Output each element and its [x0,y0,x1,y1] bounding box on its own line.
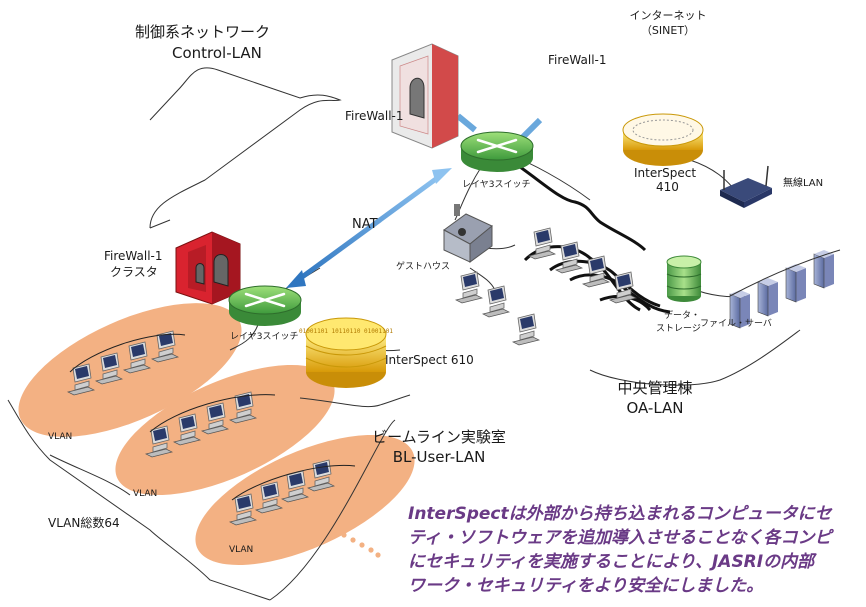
vlan-label-2: VLAN [133,489,157,499]
interspect-chip-text: 01001101 10110110 01001101 [299,328,393,335]
caption-line-3: にセキュリティを実施することにより、JASRIの内部 [408,552,815,572]
black-cables [509,158,671,314]
interspect-610-label: InterSpect 610 [385,353,474,367]
central-building-title-jp: 中央管理棟 [617,379,692,397]
firewall-top-label: FireWall-1 [548,53,607,67]
data-storage-label-1: データ・ [664,309,700,321]
nat-arrow [286,168,452,288]
nat-label: NAT [352,217,378,232]
firewall-cluster-label-1: FireWall-1 [104,249,163,263]
vlan-group-1 [18,303,242,437]
firewall-top [391,43,459,149]
brace-lines [7,67,801,601]
caption-line-1: InterSpectは外部から持ち込まれるコンピュータにセ [408,504,832,524]
interspect-410-label-2: 410 [656,180,679,194]
guesthouse-label: ゲストハウス [396,260,450,272]
interspect-610-icon: 01001101 10110110 01001101 [299,317,393,388]
guesthouse-icon [443,204,493,263]
vlan-total-label: VLAN総数64 [48,515,120,530]
central-building-title-en: OA-LAN [626,399,683,417]
data-storage-icon [666,255,702,302]
vlan-ellipse [195,434,415,566]
continuation-dots [332,527,381,558]
beamline-title-jp: ビームライン実験室 [372,428,506,446]
beamline-title-en: BL-User-LAN [393,448,486,466]
interspect-410-label-1: InterSpect [634,166,696,180]
internet-title-en: （SINET） [641,24,695,37]
vlan-group-2 [115,364,335,496]
vlan-label-3: VLAN [229,545,253,555]
firewall-cluster-label-2: クラスタ [110,265,158,279]
control-lan-title-jp: 制御系ネットワーク [135,23,270,41]
vlan-label-1: VLAN [48,432,72,442]
layer3-switch-top-label: レイヤ3スイッチ [462,179,530,190]
vlan-group-3 [195,434,415,566]
wireless-lan-label: 無線LAN [783,176,823,189]
caption: InterSpectは外部から持ち込まれるコンピュータにセ ティ・ソフトウェアを… [408,502,866,598]
caption-line-2: ティ・ソフトウェアを追加導入させることなく各コンピ [408,528,832,548]
firewall-cluster [175,231,241,305]
control-lan-title-en: Control-LAN [172,44,262,62]
caption-line-4: ワーク・セキュリティをより安全にしました。 [408,576,764,596]
internet-title-jp: インターネット [630,9,707,22]
data-storage-label-2: ストレージ [656,324,701,334]
firewall-mid-label: FireWall-1 [345,109,404,123]
file-servers-icon [729,249,841,329]
layer3-switch-bottom-label: レイヤ3スイッチ [230,331,298,342]
layer3-switch-top-icon [460,131,534,172]
interspect-410-icon [622,113,704,166]
file-server-label: ファイル・サーバ [700,318,772,329]
wireless-router-icon [720,165,772,208]
layer3-switch-bottom-icon [228,285,302,326]
